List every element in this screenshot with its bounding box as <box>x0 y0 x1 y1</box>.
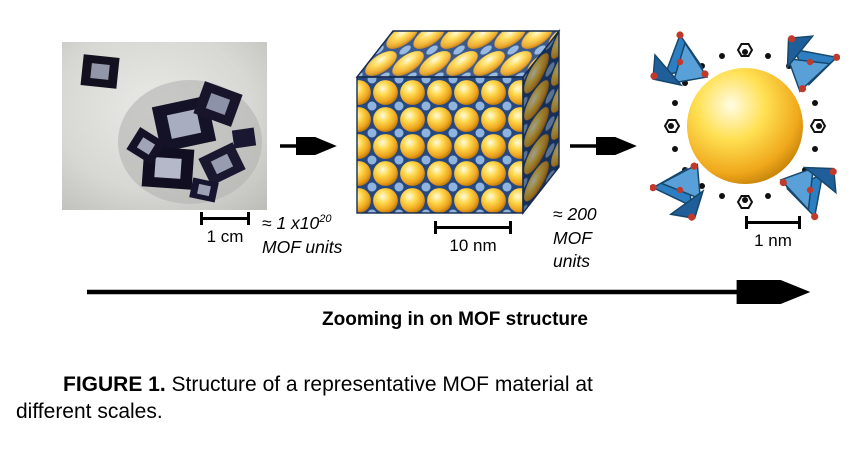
annotation-middle-line1: ≈ 200 <box>553 204 597 224</box>
annotation-left-exponent: 20 <box>319 213 332 226</box>
figure-caption-text: Structure of a representative MOF materi… <box>16 373 593 424</box>
crystal-micrograph <box>62 42 267 210</box>
zoom-arrow-1-icon <box>278 129 344 163</box>
annotation-middle-line3: units <box>553 251 590 272</box>
annotation-left-line2: MOF units <box>262 236 343 257</box>
scale-bar-1cm-label: 1 cm <box>206 227 244 246</box>
annotation-left-line1: ≈ 1 x1020 <box>262 213 332 233</box>
scale-bar-1cm: 1 cm <box>200 212 250 247</box>
scale-bar-1nm-label: 1 nm <box>754 231 792 250</box>
mof-unit-cell-illustration <box>650 28 840 224</box>
scale-bar-10nm-line <box>434 221 512 234</box>
zoom-arrow-2-icon <box>568 129 644 163</box>
scale-bar-1nm-line <box>745 216 801 229</box>
annotation-mof-units-middle: ≈ 200 MOF units <box>553 203 597 274</box>
figure-caption-label: FIGURE 1. <box>63 373 166 396</box>
scale-bar-10nm-label: 10 nm <box>449 236 497 255</box>
annotation-mof-units-left: ≈ 1 x1020 MOF units <box>262 212 342 259</box>
scale-bar-1nm: 1 nm <box>745 216 801 251</box>
annotation-middle-line2: MOF <box>553 227 592 248</box>
scale-bar-1cm-line <box>200 212 250 225</box>
scale-bar-10nm: 10 nm <box>434 221 512 256</box>
figure-caption: FIGURE 1. Structure of a representative … <box>16 371 674 426</box>
scale-axis-arrow-icon <box>85 262 823 322</box>
mof-lattice-illustration <box>345 25 561 217</box>
zoom-axis-label: Zooming in on MOF structure <box>322 309 588 330</box>
